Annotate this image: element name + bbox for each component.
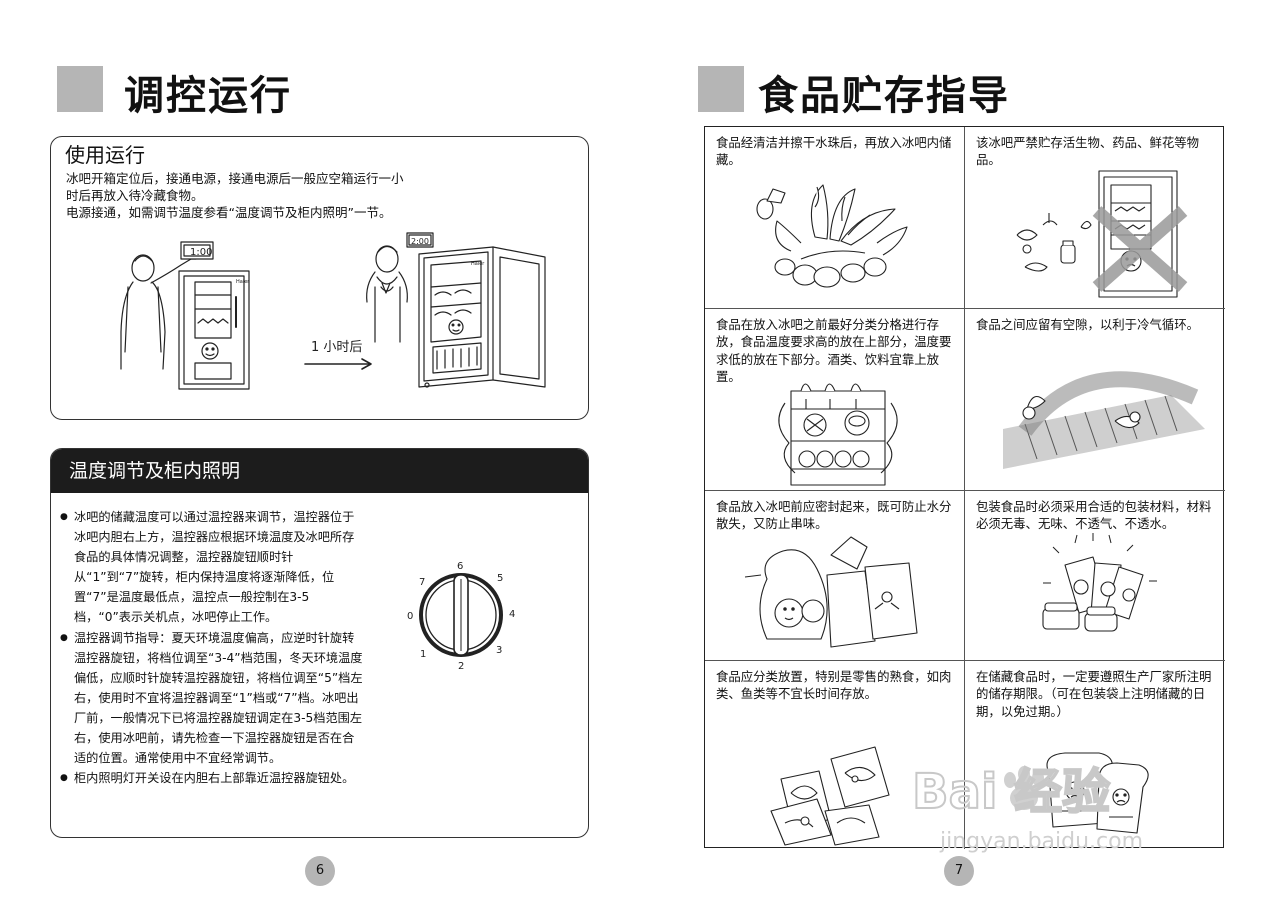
dial-label-1: 1 (420, 649, 426, 660)
svg-text:Haier: Haier (236, 279, 250, 285)
bullet-dot-icon: ● (60, 773, 68, 784)
page-title-left: 调控运行 (124, 73, 292, 119)
airflow-spacing-illustration (1003, 371, 1205, 469)
person-pointing-figure (120, 254, 197, 370)
operation-paragraph: 冰吧开箱定位后，接通电源，接通电源后一般应空箱运行一小时后再放入待冷藏食物。 (66, 171, 404, 203)
cooked-meats-illustration (770, 746, 890, 846)
left-page: 调控运行 使用运行 冰吧开箱定位后，接通电源，接通电源后一般应空箱运行一小时后再… (50, 66, 589, 886)
fridge-closed-figure: Haier (178, 270, 250, 390)
guide-cell: 该冰吧严禁贮存活生物、药品、鲜花等物品。 (965, 127, 1225, 309)
dial-label-6: 6 (457, 561, 463, 572)
temperature-bullet: ●温控器调节指导：夏天环境温度偏高，应逆时针旋转温控器旋钮，将档位调至“3-4”… (59, 628, 364, 769)
page-title-right: 食品贮存指导 (758, 73, 1010, 119)
guide-cell: 在储藏食品时，一定要遵照生产厂家所注明的储存期限。（可在包装袋上注明储藏的日期，… (965, 661, 1225, 849)
guide-tip-text: 该冰吧严禁贮存活生物、药品、鲜花等物品。 (976, 135, 1200, 168)
guide-tip-text: 食品之间应留有空隙，以利于冷气循环。 (976, 317, 1200, 332)
watermark-url: jingyan.baidu.com (939, 829, 1143, 854)
arrow-label: 1 小时后 (311, 340, 362, 355)
guide-tip-text: 食品放入冰吧前应密封起来，既可防止水分散失，又防止串味。 (716, 499, 952, 532)
bullet-dot-icon: ● (60, 632, 68, 643)
right-page: 食品贮存指导 7 (640, 0, 1280, 916)
operation-illustration: Haier (120, 232, 546, 390)
operation-heading: 使用运行 (65, 143, 145, 167)
guide-cell: 包装食品时必须采用合适的包装材料，材料必须无毒、无味、不透气、不透水。 (965, 491, 1225, 661)
guide-tip-text: 食品在放入冰吧之前最好分类分格进行存放，食品温度要求高的放在上部分，温度要求低的… (716, 317, 952, 385)
operation-section: 使用运行 冰吧开箱定位后，接通电源，接通电源后一般应空箱运行一小时后再放入待冷藏… (50, 136, 589, 420)
title-marker-block (57, 66, 103, 112)
guide-cell: 食品应分类放置，特别是零售的熟食，如肉类、鱼类等不宜长时间存放。 (705, 661, 965, 849)
temperature-bullet: ●冰吧的储藏温度可以通过温控器来调节，温控器位于冰吧内胆右上方，温控器应根据环境… (59, 507, 364, 628)
temperature-heading: 温度调节及柜内照明 (69, 460, 241, 482)
guide-tip-text: 在储藏食品时，一定要遵照生产厂家所注明的储存期限。（可在包装袋上注明储藏的日期，… (976, 669, 1212, 719)
storage-date-illustration (1046, 752, 1149, 834)
clock-2-label: 2:00 (411, 237, 429, 246)
page-number: 7 (944, 856, 974, 886)
dial-label-7: 7 (419, 577, 425, 588)
fresh-produce-illustration (756, 184, 908, 288)
storage-guide-grid: 食品经清洁并擦干水珠后，再放入冰吧内储藏。 该冰吧严禁贮存活生物、药品、 (704, 126, 1225, 849)
guide-cell: 食品经清洁并擦干水珠后，再放入冰吧内储藏。 (705, 127, 965, 309)
watermark-logo-text: Bai 经验 (912, 764, 1110, 820)
dial-label-5: 5 (497, 573, 503, 584)
temperature-header-bar: 温度调节及柜内照明 (51, 449, 588, 493)
dial-label-0: 0 (407, 611, 413, 622)
operation-text: 冰吧开箱定位后，接通电源，接通电源后一般应空箱运行一小时后再放入待冷藏食物。 电… (66, 170, 406, 221)
dial-label-4: 4 (509, 609, 515, 620)
fridge-open-figure: Haier (418, 246, 546, 388)
title-marker-block (698, 66, 744, 112)
temperature-section: 温度调节及柜内照明 ●冰吧的储藏温度可以通过温控器来调节，温控器位于冰吧内胆右上… (50, 448, 589, 838)
guide-cell: 食品在放入冰吧之前最好分类分格进行存放，食品温度要求高的放在上部分，温度要求低的… (705, 309, 965, 491)
baidu-watermark: Bai 经验 jingyan.baidu.com (911, 763, 1143, 854)
thermostat-dial: 6 5 4 3 2 1 0 7 (407, 561, 515, 672)
shelf-arrangement-illustration (778, 383, 898, 486)
operation-paragraph: 电源接通，如需调节温度参看“温度调节及柜内照明”一节。 (66, 205, 392, 220)
sealed-bags-illustration (744, 536, 918, 648)
guide-cell: 食品之间应留有空隙，以利于冷气循环。 (965, 309, 1225, 491)
guide-tip-text: 食品经清洁并擦干水珠后，再放入冰吧内储藏。 (716, 135, 952, 168)
bullet-dot-icon: ● (60, 512, 68, 522)
clock-1-label: 1:00 (190, 247, 212, 258)
paw-logo-icon (1004, 766, 1044, 810)
person-standing-figure (366, 245, 408, 343)
dial-label-3: 3 (496, 645, 502, 656)
forbidden-items-illustration (1016, 170, 1188, 298)
dial-label-2: 2 (458, 661, 464, 672)
guide-cell: 食品放入冰吧前应密封起来，既可防止水分散失，又防止串味。 (705, 491, 965, 661)
guide-tip-text: 包装食品时必须采用合适的包装材料，材料必须无毒、无味、不透气、不透水。 (976, 499, 1212, 532)
temperature-bullet: ●柜内照明灯开关设在内胆右上部靠近温控器旋钮处。 (59, 768, 364, 788)
temperature-text: ●冰吧的储藏温度可以通过温控器来调节，温控器位于冰吧内胆右上方，温控器应根据环境… (59, 507, 364, 788)
svg-text:Haier: Haier (471, 261, 485, 267)
page-number: 6 (305, 856, 335, 886)
packaging-materials-illustration (1042, 533, 1157, 632)
guide-tip-text: 食品应分类放置，特别是零售的熟食，如肉类、鱼类等不宜长时间存放。 (716, 669, 952, 702)
